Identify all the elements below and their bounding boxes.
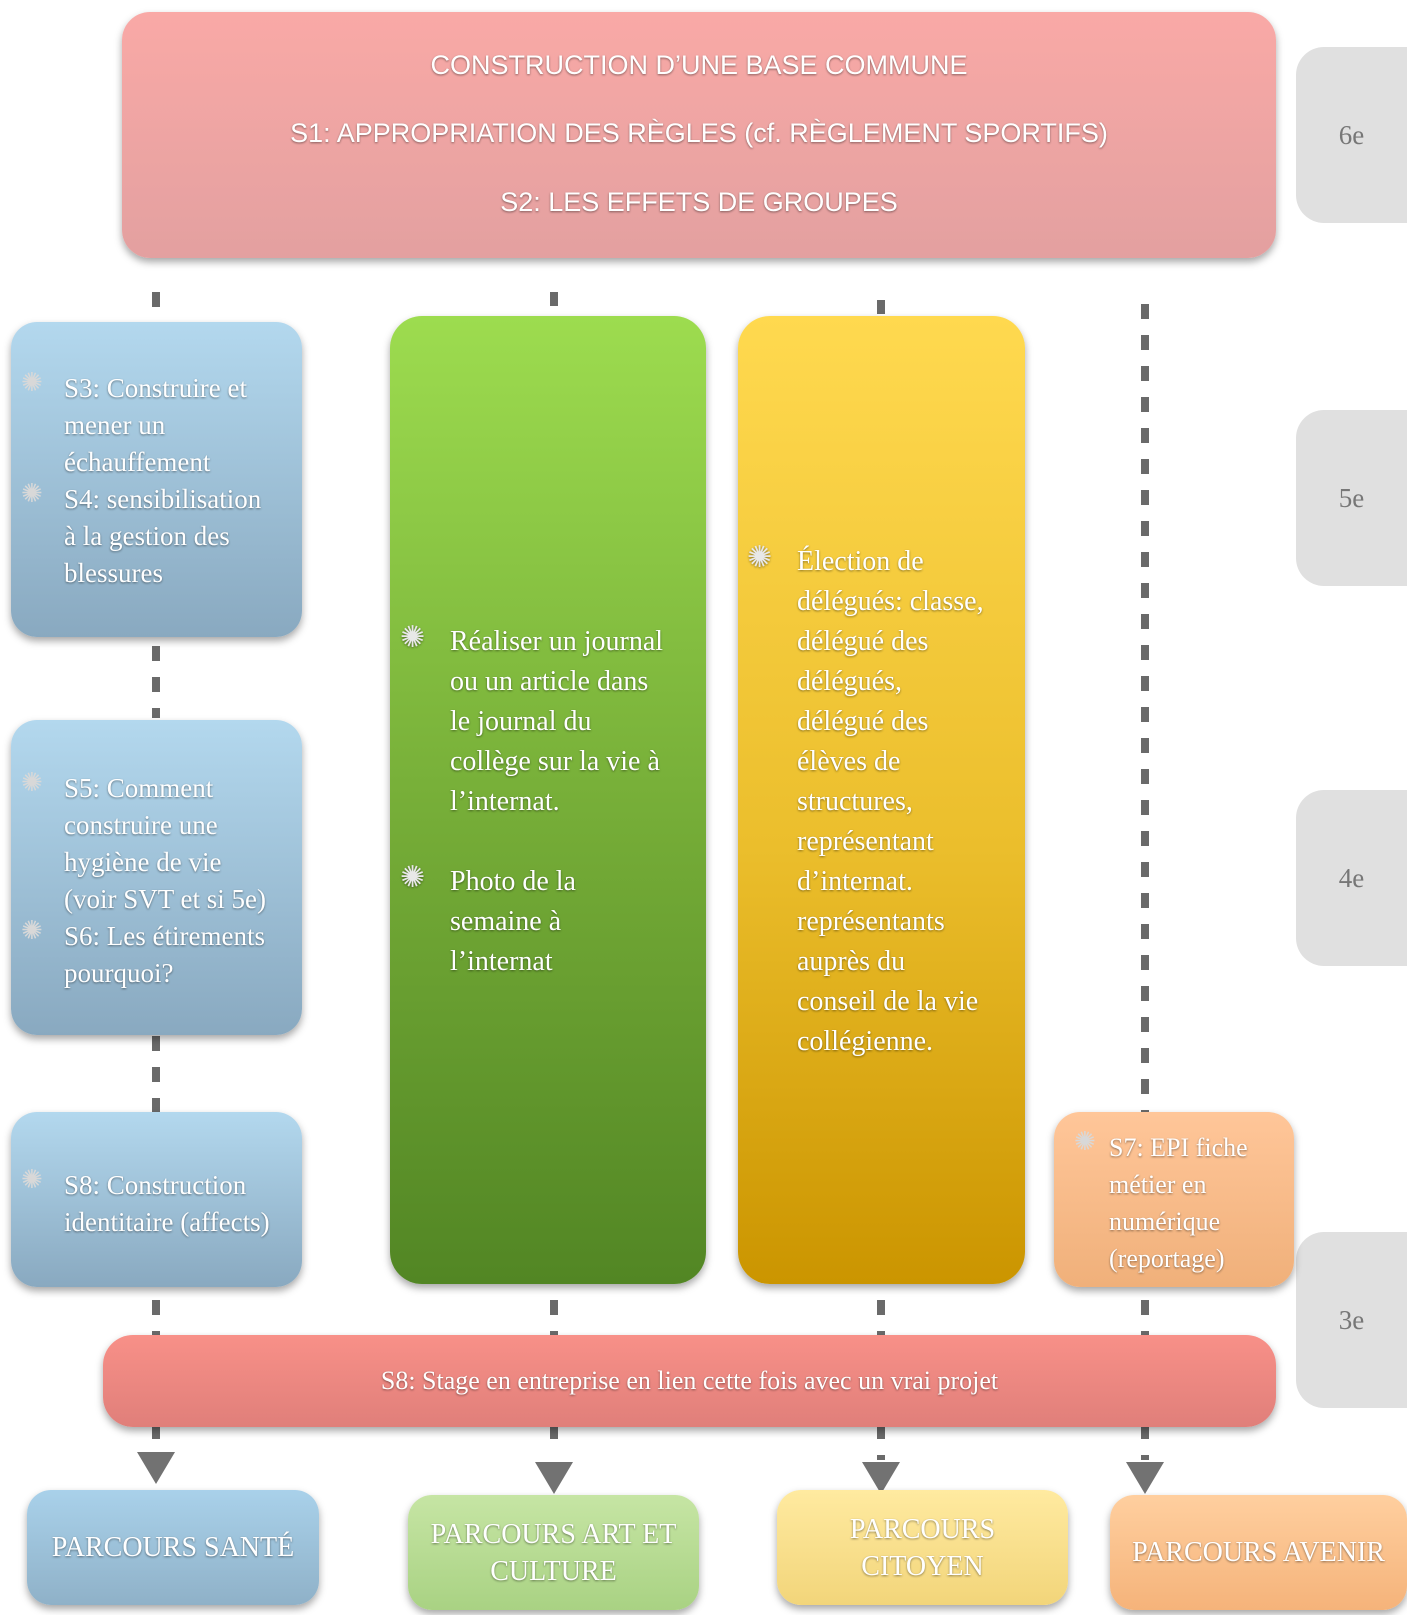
citoyen-column: ✺ Élection de délégués: classe, délégué …	[738, 316, 1025, 1284]
sunburst-icon: ✺	[21, 479, 43, 508]
parcours-sante: PARCOURS SANTÉ	[27, 1490, 319, 1605]
sunburst-icon: ✺	[400, 861, 426, 894]
arrow-down-citoyen	[862, 1462, 900, 1494]
sante-box-s5-s6: ✺ S5: Comment construire une hygiène de …	[11, 720, 302, 1035]
sunburst-icon: ✺	[1074, 1127, 1096, 1156]
header-s2: S2: LES EFFETS DE GROUPES	[500, 187, 898, 217]
sunburst-icon: ✺	[21, 1165, 43, 1194]
sunburst-icon: ✺	[400, 621, 426, 654]
parcours-citoyen: PARCOURS CITOYEN	[777, 1490, 1068, 1605]
grade-3e: 3e	[1296, 1232, 1407, 1408]
header-title: CONSTRUCTION D’UNE BASE COMMUNE	[430, 50, 968, 80]
sante-box-s3-s4: ✺ S3: Construire et mener un échauffemen…	[11, 322, 302, 637]
connector-sante-2	[152, 646, 160, 718]
arrow-down-art	[535, 1462, 573, 1494]
connector-sante-1	[152, 292, 160, 322]
avenir-box-s7: ✺ S7: EPI fiche métier en numérique (rep…	[1054, 1112, 1294, 1287]
grade-6e: 6e	[1296, 47, 1407, 223]
sunburst-icon: ✺	[21, 916, 43, 945]
arrow-down-avenir	[1126, 1462, 1164, 1494]
sunburst-icon: ✺	[21, 768, 43, 797]
connector-cit-1	[877, 300, 885, 314]
connector-art-1	[550, 292, 558, 306]
parcours-avenir: PARCOURS AVENIR	[1110, 1495, 1407, 1610]
grade-5e: 5e	[1296, 410, 1407, 586]
sunburst-icon: ✺	[21, 368, 43, 397]
art-culture-column: ✺ Réaliser un journal ou un article dans…	[390, 316, 706, 1284]
parcours-art-culture: PARCOURS ART ET CULTURE	[408, 1495, 699, 1610]
header-s1: S1: APPROPRIATION DES RÈGLES (cf. RÈGLEM…	[290, 118, 1108, 148]
sunburst-icon: ✺	[747, 541, 773, 574]
stage-bar-text: S8: Stage en entreprise en lien cette fo…	[380, 1366, 999, 1395]
sante-box-s8: ✺ S8: Construction identitaire (affects)	[11, 1112, 302, 1287]
connector-avenir-1	[1141, 304, 1149, 1112]
header-common-base: CONSTRUCTION D’UNE BASE COMMUNE S1: APPR…	[122, 12, 1276, 258]
arrow-down-sante	[137, 1452, 175, 1484]
connector-sante-3	[152, 1036, 160, 1112]
grade-4e: 4e	[1296, 790, 1407, 966]
stage-bar: S8: Stage en entreprise en lien cette fo…	[103, 1335, 1276, 1427]
